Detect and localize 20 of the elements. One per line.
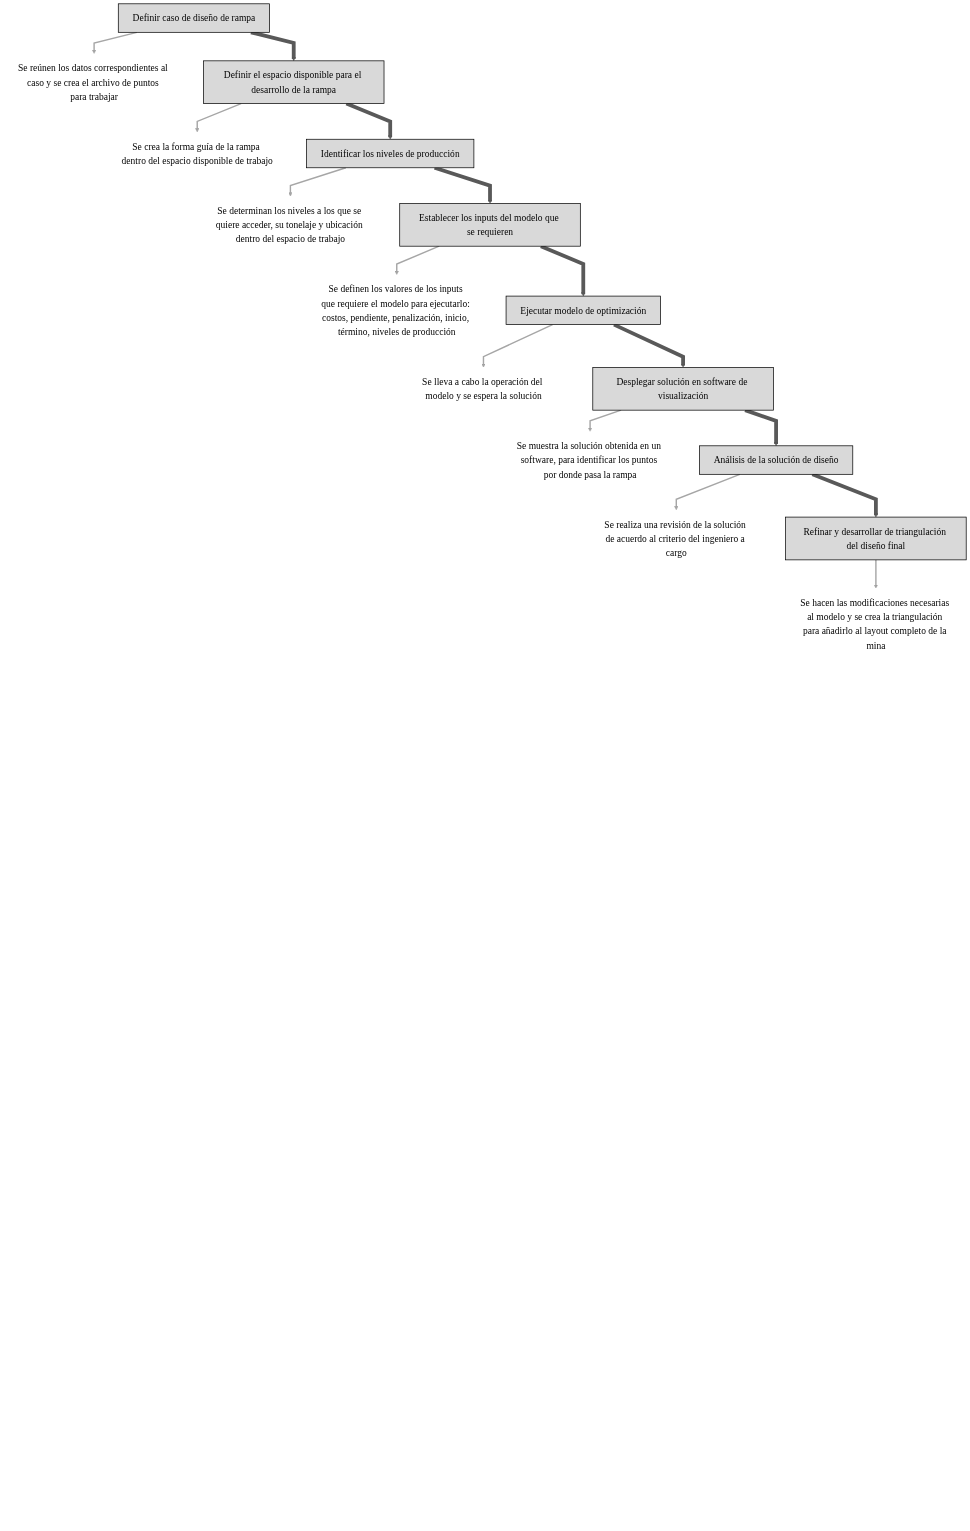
arrow	[195, 102, 242, 133]
node-box: Definir caso de diseño de rampa	[117, 3, 270, 33]
node-box: Ejecutar modelo de optimización	[505, 295, 661, 325]
node-box: Análisis de la solución de diseño	[699, 445, 854, 475]
node-box: Identificar los niveles de producción	[306, 138, 475, 169]
node-text: Se realiza una revisión de la solución de acuerdo al criterio del ingeniero a cargo	[604, 519, 746, 558]
arrow	[288, 167, 347, 197]
node-text: Se definen los valores de los inputs que requiere el modelo para ejecutarlo: costos, pendiente, penalización, inicio, término, niveles de producción	[321, 283, 470, 337]
arrow	[481, 323, 554, 368]
node-text: Se muestra la solución obtenida en un software, para identificar los puntos por donde pasa la rampa	[516, 440, 661, 480]
node-text: Se lleva a cabo la operación del modelo y se espera la solución	[422, 376, 543, 402]
arrow	[873, 559, 878, 589]
node-box: Establecer los inputs del modelo que se requieren	[399, 203, 581, 247]
node-box: Desplegar solución en software de visualización	[592, 367, 774, 411]
node-box: Refinar y desarrollar de triangulación del diseño final	[785, 516, 967, 561]
node-text: Se reúnen los datos correspondientes al caso y se crea el archivo de puntos para trabajar	[18, 62, 168, 102]
node-text: Se hacen las modificaciones necesarias al modelo y se crea la triangulación para añadirlo al layout completo de la mina	[800, 597, 950, 651]
node-box: Definir el espacio disponible para el desarrollo de la rampa	[203, 60, 385, 104]
node-text: Se crea la forma guía de la rampa dentro del espacio disponible de trabajo	[121, 141, 273, 166]
node-text: Se determinan los niveles a los que se quiere acceder, su tonelaje y ubicación dentro del espacio de trabajo	[215, 205, 363, 245]
